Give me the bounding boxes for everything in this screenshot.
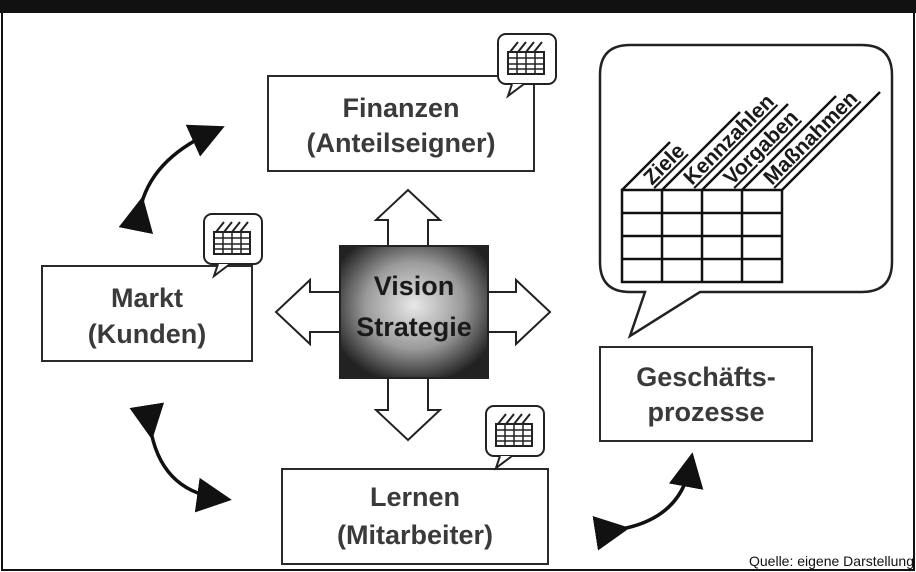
arrow-market-learning xyxy=(129,402,232,513)
learning-subtitle: (Mitarbeiter) xyxy=(337,520,493,550)
finance-box: Finanzen (Anteilseigner) xyxy=(267,75,535,172)
center-line2: Strategie xyxy=(356,312,472,342)
learning-box: Lernen (Mitarbeiter) xyxy=(281,468,549,565)
process-subtitle: prozesse xyxy=(647,397,764,427)
vision-strategy-center: Vision Strategie xyxy=(339,245,489,379)
source-caption: Quelle: eigene Darstellung xyxy=(749,553,914,569)
top-bar xyxy=(0,0,916,13)
arrow-learning-process xyxy=(592,452,704,551)
market-title: Markt xyxy=(111,283,183,313)
finance-subtitle: (Anteilseigner) xyxy=(306,128,495,158)
finance-table-icon xyxy=(497,33,557,99)
arrow-market-finance xyxy=(118,124,225,235)
center-line1: Vision xyxy=(374,271,455,301)
process-title: Geschäfts- xyxy=(636,362,776,392)
market-box: Markt (Kunden) xyxy=(41,265,253,362)
outer-frame xyxy=(1,11,915,571)
relation-arrows xyxy=(118,124,704,551)
kpi-table-grid xyxy=(620,91,881,284)
center-arrows xyxy=(274,188,552,442)
learning-title: Lernen xyxy=(370,482,460,512)
market-table-icon xyxy=(203,213,263,279)
learning-table-icon xyxy=(485,405,545,471)
market-subtitle: (Kunden) xyxy=(88,319,206,349)
process-box: Geschäfts- prozesse xyxy=(599,346,813,442)
finance-title: Finanzen xyxy=(342,93,459,123)
process-table-bubble: Ziele Kennzahlen Vorgaben Maßnahmen xyxy=(598,43,894,339)
